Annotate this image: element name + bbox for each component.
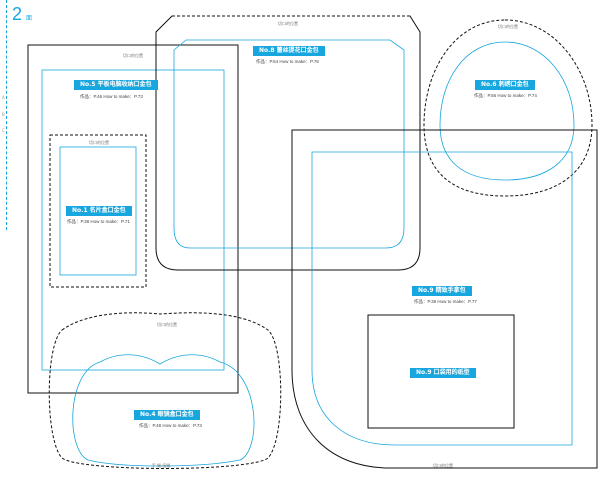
no1-title-label: No.1 名片盒口金包: [66, 206, 132, 216]
no4-fold-mark: 手 缝 接缝: [151, 463, 171, 468]
no1-opening-mark: 切口的位置: [89, 140, 109, 145]
no4-cut-outline: [48, 312, 282, 469]
no5-reference: 作品：P.46 How to make：P.73: [80, 94, 143, 99]
no9-pocket-title-label: No.9 口袋用的纸型: [410, 368, 476, 378]
side-mark-b: B: [2, 112, 5, 117]
no9-opening-mark: 切口的位置: [433, 463, 453, 468]
no6-opening-mark: 切口的位置: [498, 24, 518, 29]
no4-reference: 作品：P.48 How to make：P.73: [139, 423, 202, 428]
no4-finish-outline: [72, 354, 255, 467]
no1-reference: 作品：P.38 How to make：P.71: [67, 219, 130, 224]
no6-reference: 作品：P.56 How to make：P.74: [474, 93, 537, 98]
no8-reference: 作品：P.54 How to make：P.76: [256, 59, 319, 64]
side-mark-a: A: [2, 95, 5, 100]
no9-cut-outline: [291, 129, 598, 469]
no1-cut-outline: [49, 134, 147, 288]
no8-finish-outline: [173, 39, 405, 249]
no4-title-label: No.4 眼镜盒口金包: [134, 410, 200, 420]
no5-opening-mark: 切口的位置: [123, 53, 143, 58]
page-number: 2: [12, 4, 23, 24]
no6-finish-outline: [439, 41, 575, 181]
no8-opening-mark: 切口的位置: [278, 21, 298, 26]
margin-cut-line: [6, 0, 7, 230]
page-number-suffix: 面: [26, 15, 33, 22]
no9-title-label: No.9 精致手拿包: [412, 286, 472, 296]
no9-finish-outline: [311, 151, 573, 446]
no5-title-label: No.5 平板电脑收纳口金包: [74, 80, 158, 90]
no8-title-label: No.8 蕾丝提花口金包: [253, 46, 325, 56]
no1-finish-outline: [59, 146, 137, 276]
no6-title-label: No.6 刺绣口金包: [475, 80, 535, 90]
no9-reference: 作品：P.38 How to make：P.77: [414, 299, 477, 304]
no5-cut-outline: [27, 44, 239, 394]
no6-cut-outline: [423, 19, 593, 197]
side-mark-c: C: [2, 128, 5, 133]
no9-pocket-outline: [367, 314, 515, 429]
no4-opening-mark: 切口的位置: [157, 322, 177, 327]
no5-finish-outline: [41, 69, 225, 371]
no8-cut-outline: [155, 15, 421, 271]
